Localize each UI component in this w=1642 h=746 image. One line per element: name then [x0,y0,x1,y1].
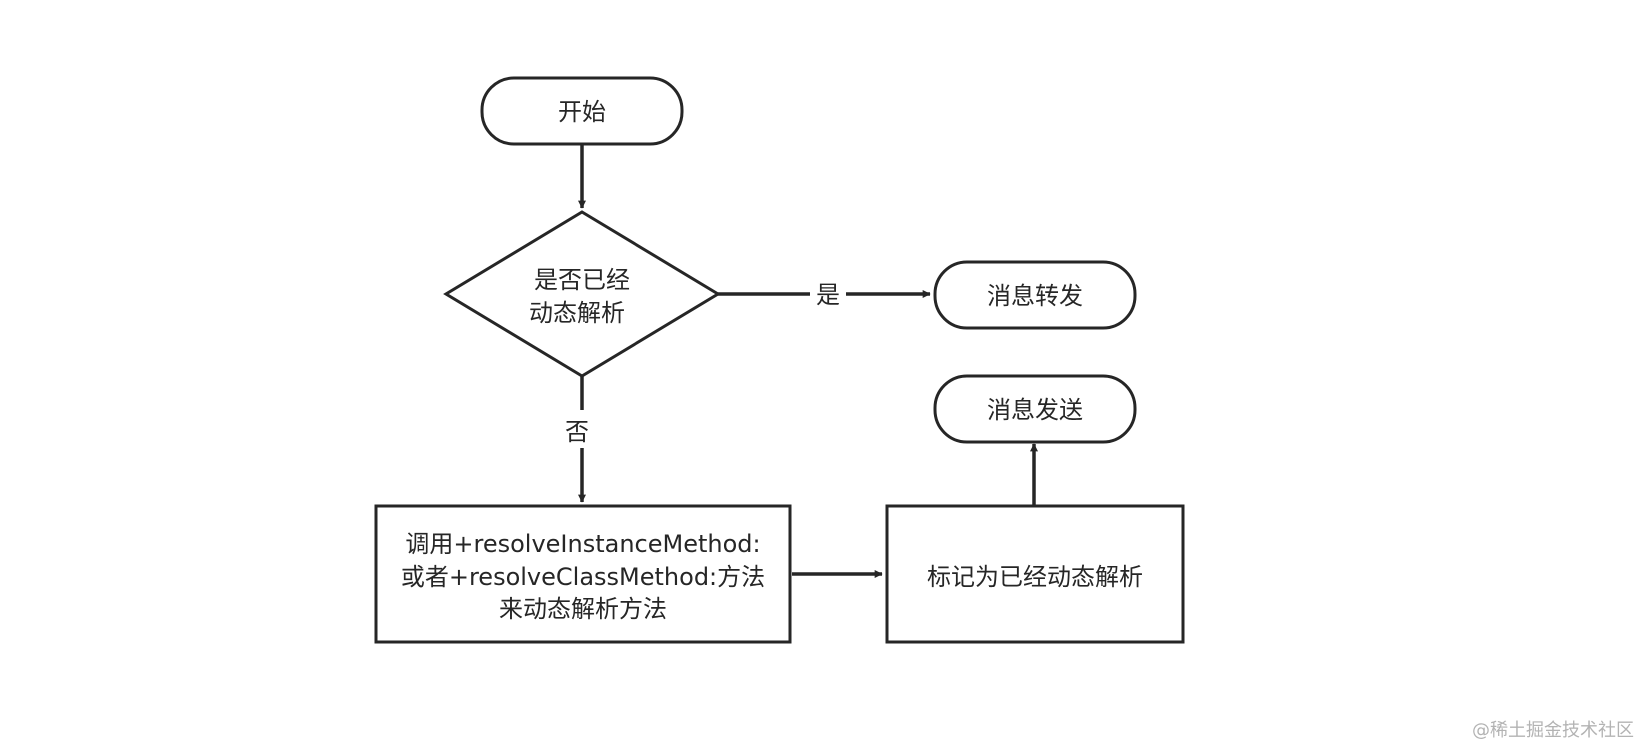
decision-node-label-line1: 是否已经 [534,266,630,294]
call-resolve-node: 调用+resolveInstanceMethod: 或者+resolveClas… [374,504,792,644]
call-resolve-node-label-line2: 或者+resolveClassMethod:方法 [401,563,765,591]
watermark: @稀土掘金技术社区 [1472,720,1634,741]
call-resolve-node-label-line1: 调用+resolveInstanceMethod: [405,530,760,558]
send-node-label: 消息发送 [987,396,1083,424]
edge-label-no: 否 [565,418,589,446]
start-node-label: 开始 [558,98,606,126]
edges [578,144,1038,578]
forward-node: 消息转发 [933,260,1137,330]
mark-resolved-node: 标记为已经动态解析 [885,504,1185,644]
send-node: 消息发送 [933,374,1137,444]
decision-node: 是否已经 动态解析 [443,210,721,378]
decision-node-label-line2: 动态解析 [529,299,625,327]
edge-label-yes: 是 [816,281,840,309]
forward-node-label: 消息转发 [987,282,1083,310]
mark-resolved-node-label: 标记为已经动态解析 [927,563,1143,591]
call-resolve-node-label-line3: 来动态解析方法 [499,595,667,623]
start-node: 开始 [480,76,684,146]
